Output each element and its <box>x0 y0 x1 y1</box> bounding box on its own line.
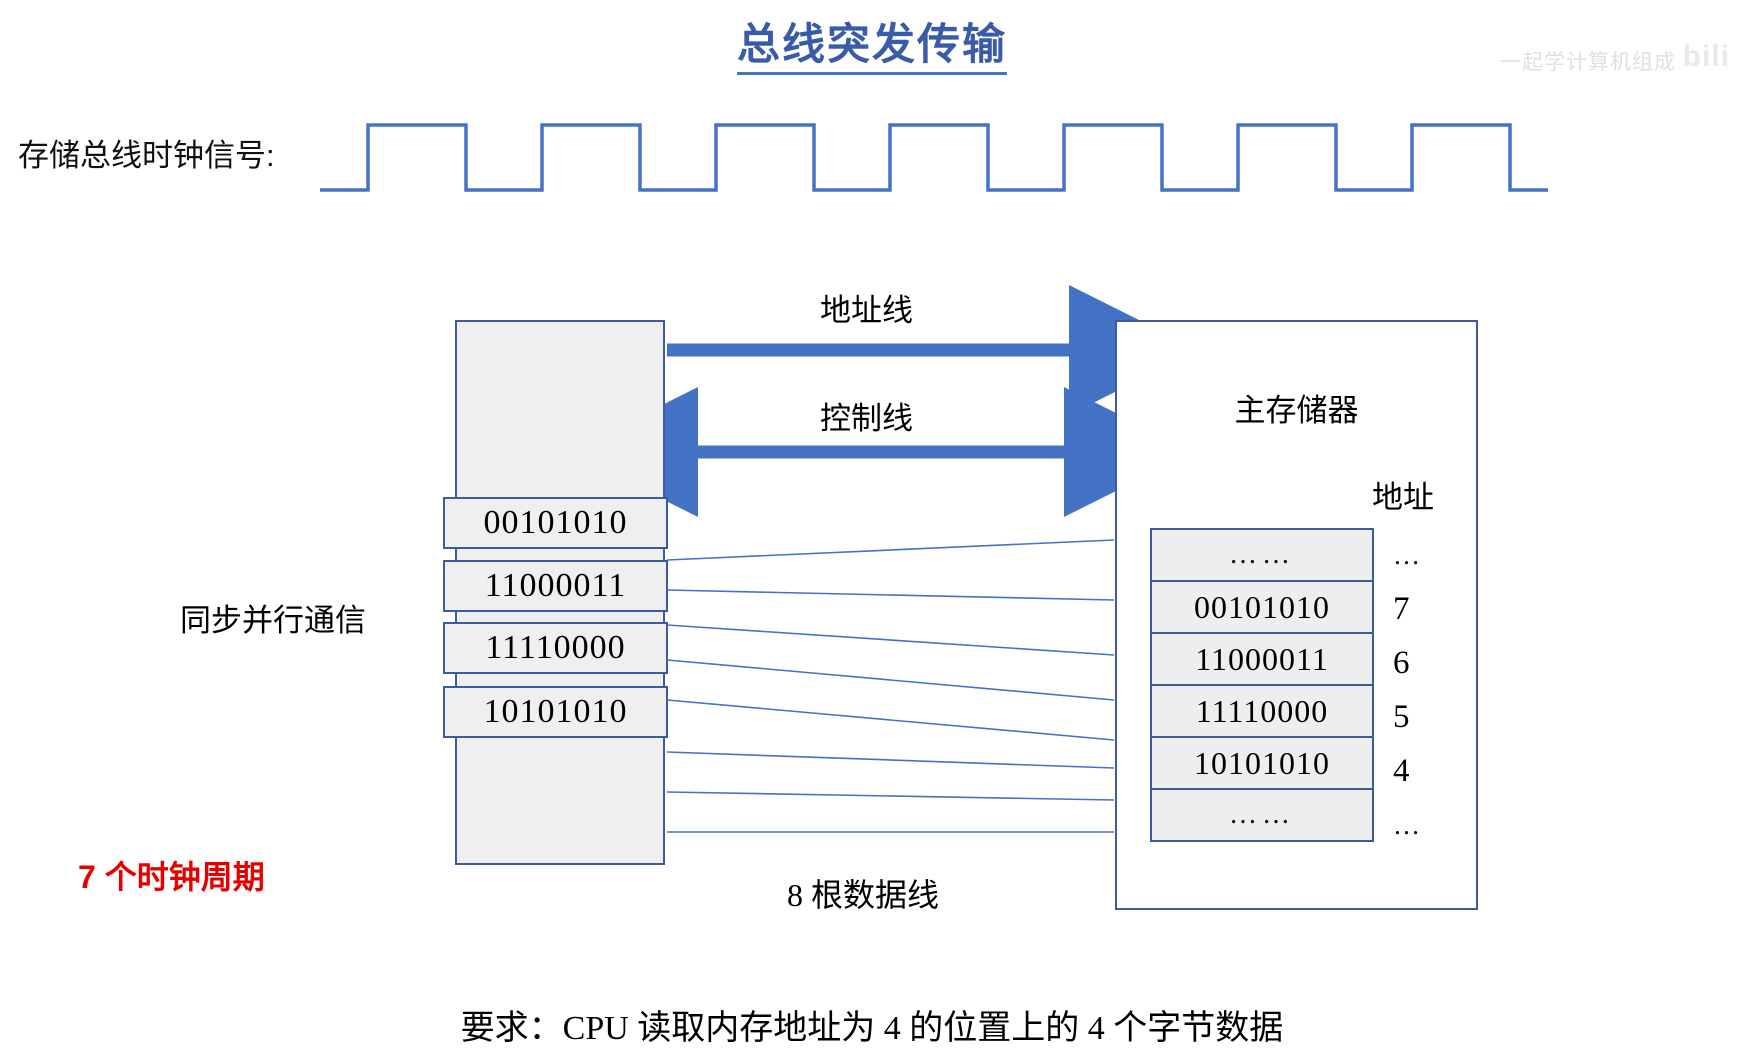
memory-cell-table: …… 00101010 11000011 11110000 10101010 …… <box>1150 528 1374 842</box>
sync-parallel-label: 同步并行通信 <box>180 603 366 638</box>
control-line-label: 控制线 <box>820 401 913 436</box>
clock-signal-label: 存储总线时钟信号: <box>18 138 275 173</box>
memory-address: 5 <box>1393 698 1410 735</box>
data-lines-label: 8 根数据线 <box>787 877 940 913</box>
page-title: 总线突发传输 <box>0 10 1744 75</box>
data-lines <box>666 539 1115 833</box>
memory-cell: …… <box>1150 528 1374 582</box>
page-title-text: 总线突发传输 <box>737 22 1007 75</box>
memory-cell: …… <box>1150 788 1374 842</box>
requirement-note: 要求：CPU 读取内存地址为 4 的位置上的 4 个字节数据 <box>460 1010 1284 1047</box>
memory-cell: 00101010 <box>1150 580 1374 634</box>
memory-address: … <box>1393 539 1423 570</box>
clock-cycles-label: 7 个时钟周期 <box>78 859 265 895</box>
memory-address-column: … 7 6 5 4 … <box>1393 528 1453 852</box>
memory-address: 6 <box>1393 644 1410 681</box>
cpu-register-0: 00101010 <box>443 497 668 549</box>
cpu-register-1: 11000011 <box>443 560 668 612</box>
main-memory-title: 主存储器 <box>1234 393 1359 428</box>
memory-address: 4 <box>1393 752 1410 789</box>
memory-address: 7 <box>1393 590 1410 627</box>
memory-address: … <box>1393 809 1423 840</box>
memory-cell: 10101010 <box>1150 736 1374 790</box>
address-line-label: 地址线 <box>820 293 913 328</box>
cpu-register-2: 11110000 <box>443 622 668 674</box>
address-column-header: 地址 <box>1372 480 1434 515</box>
cpu-register-3: 10101010 <box>443 686 668 738</box>
clock-waveform <box>320 123 1548 192</box>
memory-cell: 11110000 <box>1150 684 1374 738</box>
memory-cell: 11000011 <box>1150 632 1374 686</box>
